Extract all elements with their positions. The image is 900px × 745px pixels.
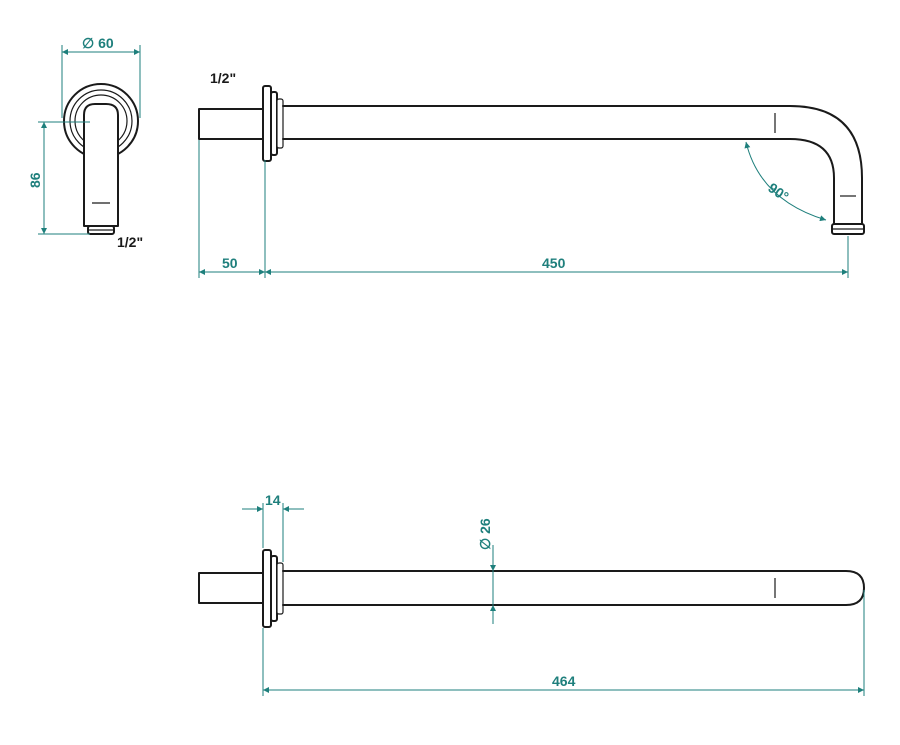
label-thread-side: 1/2" bbox=[117, 234, 143, 250]
label-width-14: 14 bbox=[265, 492, 281, 508]
inlet-stub-front bbox=[198, 108, 264, 140]
top-view: 14 ∅ 26 464 bbox=[198, 492, 865, 696]
label-diameter-26: ∅ 26 bbox=[477, 518, 493, 550]
side-view: ∅ 60 86 1/2" bbox=[27, 35, 143, 250]
label-length-50: 50 bbox=[222, 255, 238, 271]
label-thread-front: 1/2" bbox=[210, 70, 236, 86]
flange-front-outer bbox=[262, 85, 272, 162]
flange-top-collar bbox=[276, 562, 284, 615]
flange-front-inner bbox=[270, 91, 278, 156]
flange-top-outer bbox=[262, 549, 272, 628]
spout-body-side bbox=[83, 103, 119, 227]
label-angle-90: 90° bbox=[765, 179, 792, 204]
flange-top-inner bbox=[270, 555, 278, 622]
flange-front-collar bbox=[276, 98, 284, 149]
label-length-450: 450 bbox=[542, 255, 566, 271]
arm-pipe-top bbox=[282, 570, 865, 606]
label-height-86: 86 bbox=[27, 172, 43, 188]
label-length-464: 464 bbox=[552, 673, 576, 689]
label-diameter-60: ∅ 60 bbox=[82, 35, 114, 51]
inlet-stub-top bbox=[198, 572, 264, 604]
front-view: 1/2" 90° 50 450 bbox=[198, 70, 865, 278]
angle-arc-90 bbox=[744, 141, 827, 222]
